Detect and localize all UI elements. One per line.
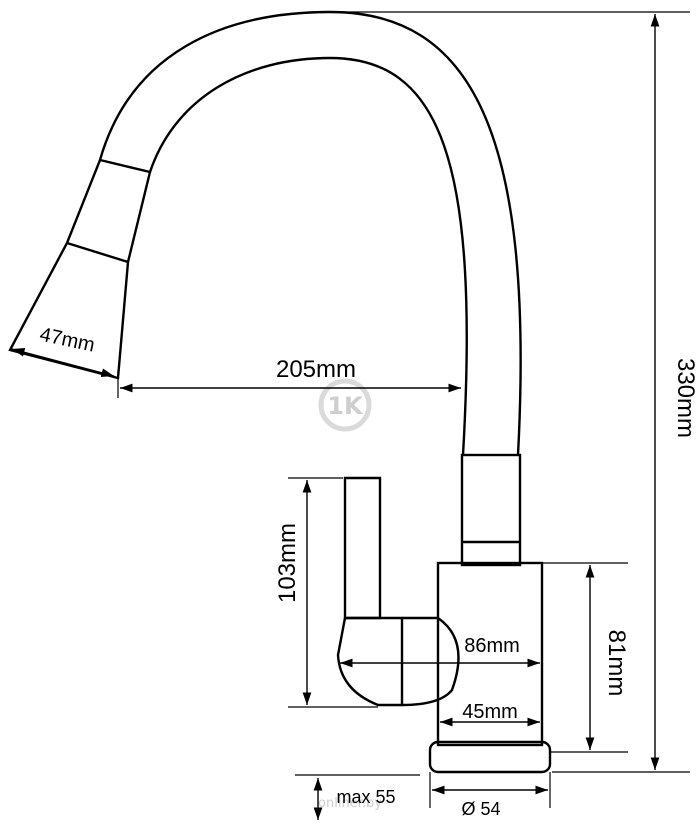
spout-hose-inner bbox=[148, 56, 468, 456]
handle-knuckle bbox=[401, 616, 460, 707]
faucet-body bbox=[436, 561, 544, 747]
dim-mounting-thickness: max 55 bbox=[295, 774, 420, 820]
dim-body-width-label: 86mm bbox=[464, 635, 520, 657]
dim-body-diameter-label: 45mm bbox=[462, 701, 518, 723]
dim-spray-head-label: 47mm bbox=[38, 324, 97, 357]
dim-total-height: 330mm bbox=[330, 11, 699, 773]
watermark-logo-icon bbox=[318, 378, 372, 432]
handle-lever bbox=[343, 476, 382, 620]
dim-reach: 205mm bbox=[117, 356, 461, 398]
dim-base-diameter: Ø 54 bbox=[429, 772, 551, 819]
spray-head-band bbox=[66, 241, 129, 264]
base-ring bbox=[428, 740, 552, 774]
watermark-site-text: onliner.by bbox=[318, 796, 382, 811]
dim-body-width: 86mm bbox=[340, 635, 540, 668]
spout-hose-outer bbox=[98, 10, 522, 456]
dim-handle-height: 103mm bbox=[274, 477, 378, 708]
watermark: 1K onliner.by bbox=[318, 378, 382, 811]
dim-body-height-label: 81mm bbox=[603, 630, 630, 697]
handle-hub bbox=[336, 616, 404, 707]
dim-handle-height-label: 103mm bbox=[274, 523, 301, 603]
spout-collar bbox=[460, 453, 522, 567]
dim-base-diameter-label: Ø 54 bbox=[461, 799, 500, 819]
dim-spray-head: 47mm bbox=[11, 324, 115, 378]
dim-body-diameter: 45mm bbox=[440, 701, 540, 727]
dim-body-height: 81mm bbox=[520, 562, 630, 753]
dim-mounting-thickness-label: max 55 bbox=[336, 787, 395, 807]
dim-total-height-label: 330mm bbox=[672, 358, 699, 438]
dim-reach-label: 205mm bbox=[276, 356, 356, 383]
watermark-logo-text: 1K bbox=[327, 392, 364, 420]
faucet-outline bbox=[8, 10, 552, 774]
